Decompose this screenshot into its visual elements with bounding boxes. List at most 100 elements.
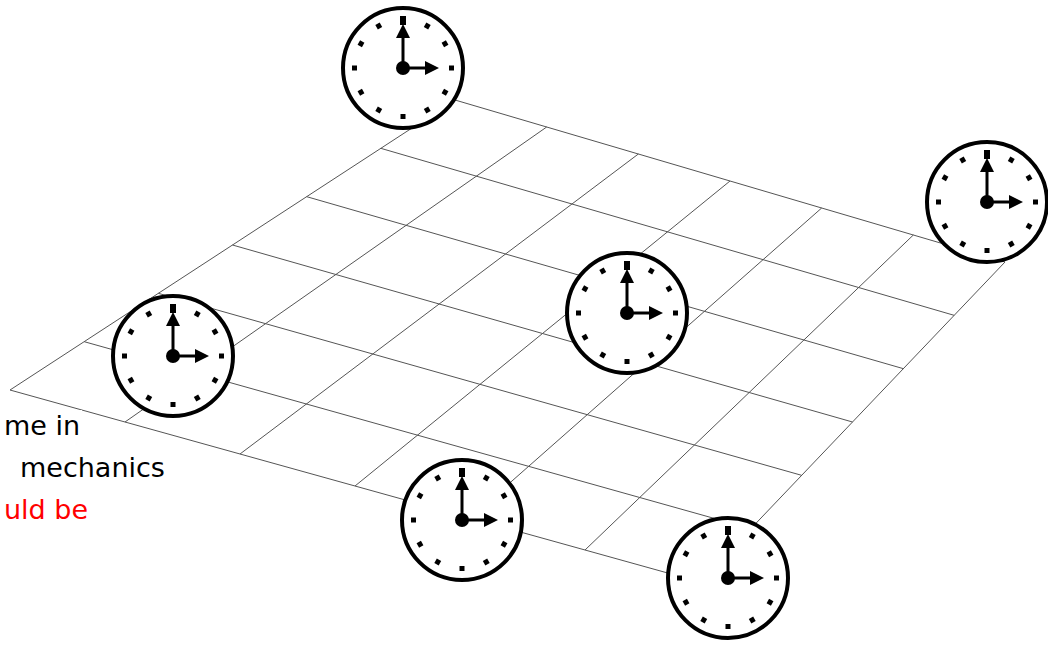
clock-tick [501,492,508,499]
clock-tick [942,174,949,181]
clock-tick [774,576,779,581]
clock-center [166,349,180,363]
clock-tick [352,66,357,71]
hand-arrowhead [484,513,498,527]
clock-center [620,306,634,320]
clock-tick [401,114,406,119]
clock-tick [700,617,707,624]
clock-face [567,253,687,373]
clock-tick [700,533,707,540]
clock-tick [194,311,201,318]
clock-tick [959,157,966,164]
clock-tick [1026,223,1033,230]
hand-arrowhead [620,269,634,283]
caption-fragment: mechanics [18,452,167,484]
clock-tick [459,468,465,477]
clock-tick [767,550,774,557]
clock-center [455,513,469,527]
clock-tick [666,285,673,292]
clock-tick [411,518,416,523]
grid-line [381,148,954,315]
clock-icon [567,253,687,373]
clock-tick [145,311,152,318]
hand-arrowhead [425,61,439,75]
hand-arrowhead [1009,195,1023,209]
clock-tick [985,248,990,253]
clock-tick [1008,241,1015,248]
clock-tick [375,23,382,30]
grid-line [455,100,1005,262]
clock-tick [576,311,581,316]
clock-tick [582,285,589,292]
clock-tick [683,550,690,557]
clock-tick [128,328,135,335]
clock-tick [424,107,431,114]
clock-tick [442,40,449,47]
clock-center [396,61,410,75]
clock-icon [113,296,233,416]
caption-fragment: uld be [2,494,90,526]
hand-arrowhead [195,349,209,363]
clock-tick [358,40,365,47]
clock-icon [927,142,1047,262]
clock-tick [1026,174,1033,181]
hand-arrowhead [396,24,410,38]
clock-tick [424,23,431,30]
clock-icon [668,518,788,638]
clock-tick [219,354,224,359]
caption-fragment: me in [2,410,82,442]
clock-tick [171,402,176,407]
clock-tick [417,541,424,548]
clock-tick [624,261,630,270]
clock-tick [749,617,756,624]
clock-tick [128,377,135,384]
clock-center [721,571,735,585]
clock-tick [666,334,673,341]
clock-tick [145,395,152,402]
clock-tick [170,304,176,313]
clock-tick [625,359,630,364]
clock-tick [122,354,127,359]
clock-tick [599,268,606,275]
clock-tick [673,311,678,316]
hand-arrowhead [750,571,764,585]
clock-tick [417,492,424,499]
clock-tick [212,377,219,384]
grid-line [470,208,822,518]
clock-tick [683,599,690,606]
clock-face [668,518,788,638]
clock-tick [725,526,731,535]
clock-tick [767,599,774,606]
clock-tick [648,352,655,359]
clock-tick [677,576,682,581]
clock-tick [1033,200,1038,205]
clock-tick [959,241,966,248]
clock-tick [400,16,406,25]
hand-arrowhead [649,306,663,320]
clock-tick [726,624,731,629]
clock-face [113,296,233,416]
clock-tick [460,566,465,571]
clock-tick [442,89,449,96]
clock-center [980,195,994,209]
hand-arrowhead [455,476,469,490]
clock-tick [194,395,201,402]
clock-tick [508,518,513,523]
clock-face [402,460,522,580]
hand-arrowhead [980,158,994,172]
clock-tick [434,475,441,482]
clock-tick [599,352,606,359]
clock-tick [984,150,990,159]
clock-tick [212,328,219,335]
clock-face [927,142,1047,262]
clock-tick [483,475,490,482]
perspective-grid [10,100,1005,582]
clock-tick [1008,157,1015,164]
clock-tick [582,334,589,341]
hand-arrowhead [721,534,735,548]
clock-tick [358,89,365,96]
clock-tick [648,268,655,275]
clock-tick [942,223,949,230]
clock-tick [434,559,441,566]
